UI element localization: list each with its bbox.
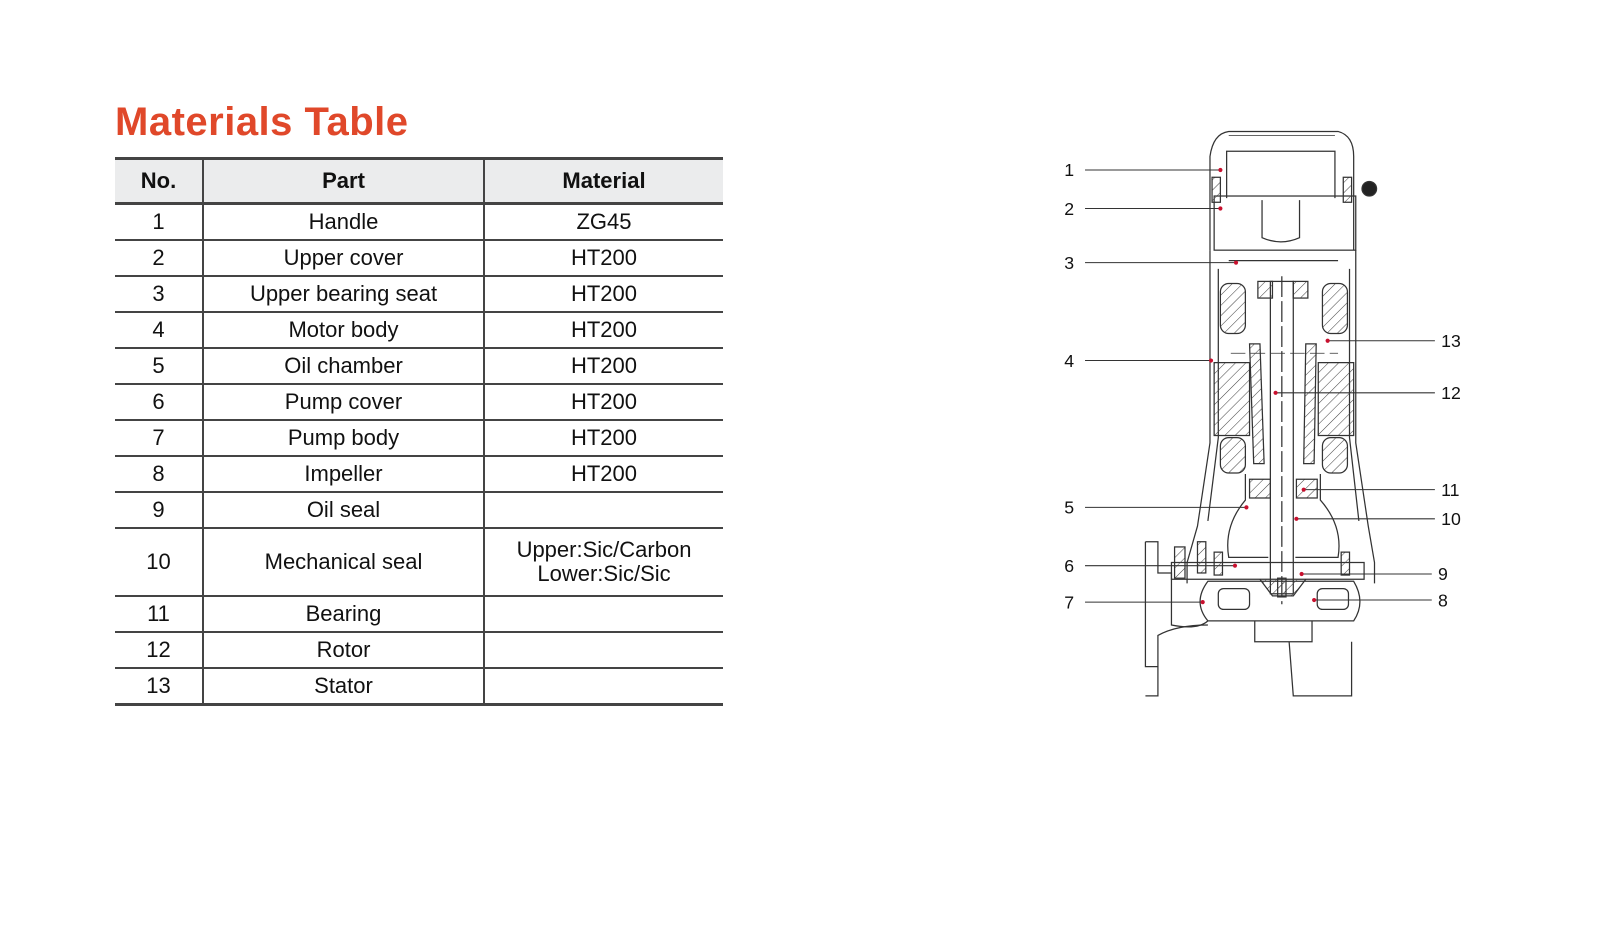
cell-no: 10 [115, 528, 203, 597]
cell-part: Bearing [202, 596, 484, 633]
cell-part: Stator [202, 668, 484, 706]
callout-label: 9 [1438, 564, 1448, 584]
cell-no: 9 [115, 492, 203, 529]
callout-label: 6 [1064, 556, 1074, 576]
callout-label: 10 [1441, 509, 1461, 529]
cell-part: Rotor [202, 632, 484, 669]
cell-material: HT200 [483, 276, 723, 313]
callout-dot [1200, 600, 1205, 605]
cell-part: Pump body [202, 420, 484, 457]
header-no: No. [115, 157, 203, 205]
callout-dot [1299, 571, 1304, 577]
callout-label: 2 [1064, 199, 1074, 219]
cell-part: Mechanical seal [202, 528, 484, 597]
cell-part: Oil seal [202, 492, 484, 529]
cell-part: Motor body [202, 312, 484, 349]
cell-no: 8 [115, 456, 203, 493]
cell-material: HT200 [483, 240, 723, 277]
cell-material: HT200 [483, 348, 723, 385]
callout-dot [1208, 358, 1214, 363]
material-line: Lower:Sic/Sic [537, 561, 671, 586]
callout-dot [1218, 206, 1223, 211]
cell-no: 3 [115, 276, 203, 313]
cell-part: Pump cover [202, 384, 484, 421]
cell-material: HT200 [483, 384, 723, 421]
cell-material: HT200 [483, 420, 723, 457]
cell-no: 11 [115, 596, 203, 633]
cell-part: Handle [202, 203, 484, 241]
pump-body-outline [1144, 130, 1378, 697]
callout-label: 5 [1064, 498, 1074, 518]
cell-no: 13 [115, 668, 203, 706]
callout-label: 1 [1064, 160, 1074, 180]
cell-no: 4 [115, 312, 203, 349]
cell-part: Upper bearing seat [202, 276, 484, 313]
callout-dot [1232, 563, 1238, 568]
callout-label: 11 [1441, 480, 1459, 500]
callout-dot [1294, 516, 1299, 521]
callout-dot [1325, 338, 1330, 343]
callout-dot [1273, 390, 1278, 395]
cell-no: 1 [115, 203, 203, 241]
cell-no: 5 [115, 348, 203, 385]
material-line: Upper:Sic/Carbon [516, 537, 692, 562]
cell-part: Oil chamber [202, 348, 484, 385]
callout-label: 13 [1441, 331, 1461, 351]
callout-dot [1312, 597, 1317, 603]
page-title: Materials Table [115, 100, 409, 144]
cell-material [483, 596, 723, 633]
cell-material: ZG45 [483, 203, 723, 241]
cell-material [483, 492, 723, 529]
cell-no: 7 [115, 420, 203, 457]
header-material: Material [483, 157, 723, 205]
cell-no: 6 [115, 384, 203, 421]
callout-label: 8 [1438, 590, 1448, 610]
callout-dot [1301, 487, 1306, 492]
callout-dot [1244, 505, 1249, 510]
cell-part: Upper cover [202, 240, 484, 277]
callout-label: 3 [1064, 253, 1074, 273]
cell-material: HT200 [483, 312, 723, 349]
callout-label: 12 [1441, 383, 1461, 403]
header-part: Part [202, 157, 484, 205]
callout-dot [1218, 167, 1223, 173]
cell-no: 12 [115, 632, 203, 669]
cell-no: 2 [115, 240, 203, 277]
cell-material [483, 668, 723, 706]
cell-material: HT200 [483, 456, 723, 493]
callout-label: 7 [1064, 592, 1074, 612]
cell-material [483, 632, 723, 669]
table-header-row: No. Part Material [115, 157, 723, 205]
cell-part: Impeller [202, 456, 484, 493]
callout-label: 4 [1064, 351, 1074, 371]
callout-dot [1233, 260, 1239, 265]
